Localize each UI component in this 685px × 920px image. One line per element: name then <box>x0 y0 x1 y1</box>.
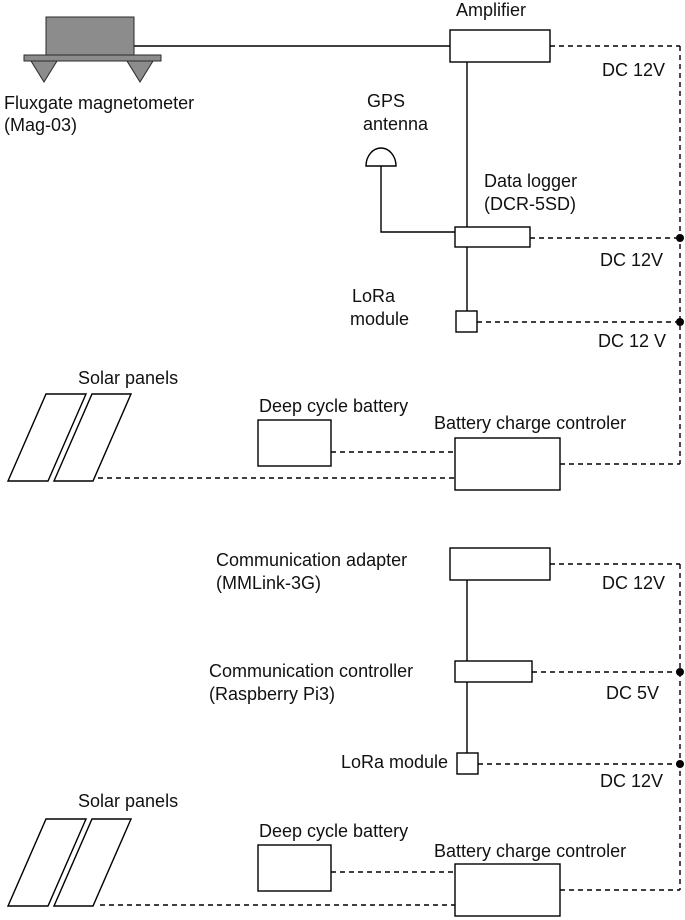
top-power-bus <box>98 45 684 479</box>
battery-label-top: Deep cycle battery <box>259 396 408 416</box>
comm-controller-label-line1: Communication controller <box>209 661 413 681</box>
junction-dot-lora-bottom <box>676 760 684 768</box>
lora-label-top-line2: module <box>350 309 409 329</box>
dc-label-controller: DC 5V <box>606 683 659 703</box>
comm-controller-label-line2: (Raspberry Pi3) <box>209 684 335 704</box>
junction-dot-datalogger <box>676 234 684 242</box>
solar-panel <box>52 393 133 482</box>
data-logger-box <box>454 226 531 248</box>
junction-dot-controller <box>676 668 684 676</box>
comm-adapter-label-line2: (MMLink-3G) <box>216 573 321 593</box>
bottom-power-bus <box>100 563 684 906</box>
solar-panel <box>52 818 133 907</box>
solar-panel <box>6 393 88 482</box>
gps-antenna-icon <box>365 147 397 167</box>
junction-dot-lora-top <box>676 318 684 326</box>
solar-panel <box>6 818 88 907</box>
battery-box-bottom <box>257 844 332 892</box>
top-solid-wires <box>134 45 468 311</box>
magnetometer-base <box>23 54 162 62</box>
amplifier-box <box>449 29 551 63</box>
comm-adapter-label-line1: Communication adapter <box>216 550 407 570</box>
dc-label-lora-bottom: DC 12V <box>600 771 663 791</box>
gps-label-line2: antenna <box>363 114 429 134</box>
charge-controller-box-top <box>454 437 561 491</box>
charge-controller-label-top: Battery charge controler <box>434 413 626 433</box>
magnetometer-label-line2: (Mag-03) <box>4 115 77 135</box>
magnetometer-spike-left <box>30 60 58 83</box>
dc-label-lora-top: DC 12 V <box>598 331 666 351</box>
battery-label-bottom: Deep cycle battery <box>259 821 408 841</box>
solar-panels-top <box>6 393 133 482</box>
lora-label-top-line1: LoRa <box>352 286 396 306</box>
solar-panels-label-bottom: Solar panels <box>78 791 178 811</box>
comm-controller-box <box>454 660 533 683</box>
dc-label-adapter: DC 12V <box>602 573 665 593</box>
magnetometer-label-line1: Fluxgate magnetometer <box>4 93 194 113</box>
lora-module-box-top <box>455 310 478 333</box>
charge-controller-box-bottom <box>454 863 561 917</box>
magnetometer-body <box>45 16 135 56</box>
lora-module-box-bottom <box>456 752 479 775</box>
solar-panels-bottom <box>6 818 133 907</box>
data-logger-label-line2: (DCR-5SD) <box>484 194 576 214</box>
comm-adapter-box <box>449 547 551 581</box>
solar-panels-label-top: Solar panels <box>78 368 178 388</box>
dc-label-amplifier: DC 12V <box>602 60 665 80</box>
charge-controller-label-bottom: Battery charge controler <box>434 841 626 861</box>
amplifier-label: Amplifier <box>456 0 526 20</box>
gps-datalogger-wire <box>380 166 455 233</box>
dc-label-data-logger: DC 12V <box>600 250 663 270</box>
data-logger-label-line1: Data logger <box>484 171 577 191</box>
battery-box-top <box>257 419 332 467</box>
magnetometer-spike-right <box>126 60 154 83</box>
magnetometer-figure <box>23 16 162 83</box>
gps-label-line1: GPS <box>367 91 405 111</box>
lora-label-bottom: LoRa module <box>341 752 448 772</box>
